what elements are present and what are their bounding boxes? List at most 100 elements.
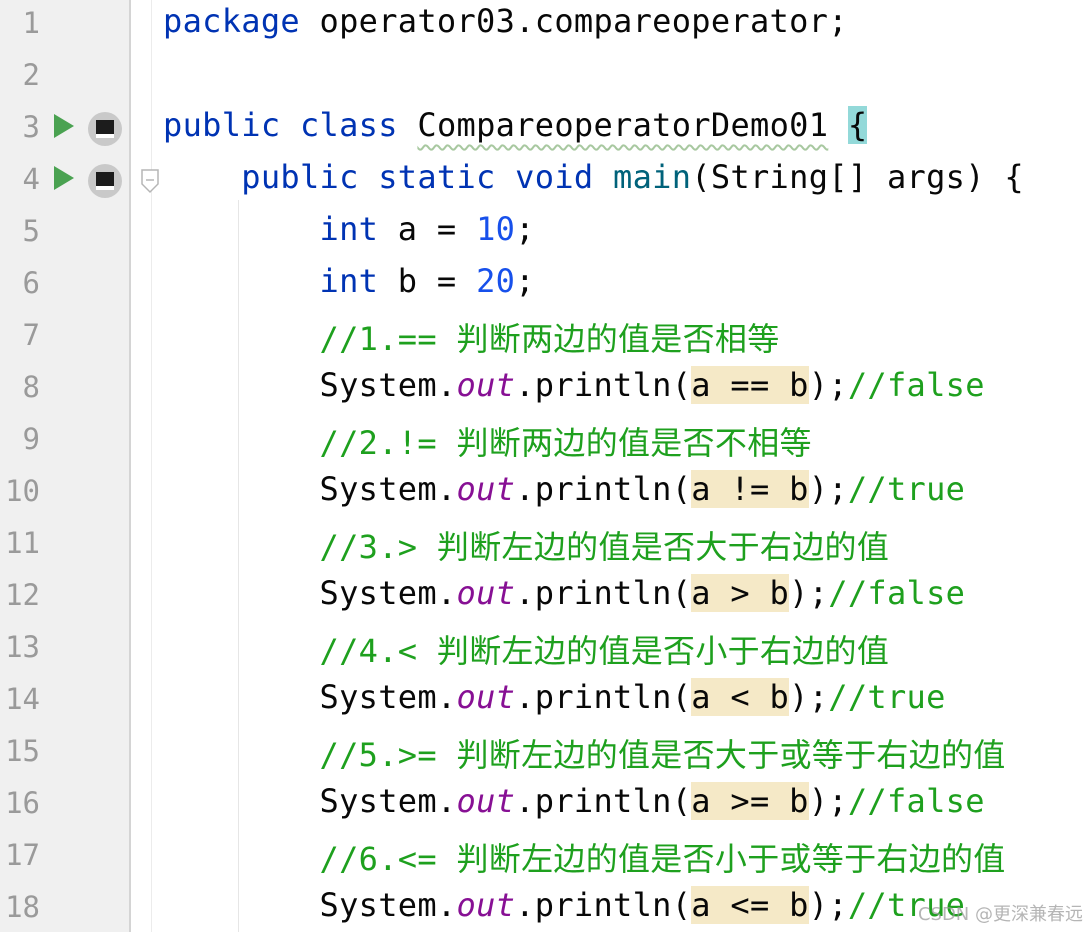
- code-line[interactable]: 10 System.out.println(a != b);//true: [0, 468, 1089, 520]
- println-call: .println(: [515, 366, 692, 404]
- matched-brace: {: [847, 106, 868, 144]
- line-number: 2: [22, 58, 40, 92]
- method-name: main: [613, 158, 692, 196]
- code-line[interactable]: 16 System.out.println(a >= b);//false: [0, 780, 1089, 832]
- number-literal: 10: [476, 210, 516, 248]
- line-number: 8: [22, 370, 40, 404]
- line-number: 5: [22, 214, 40, 248]
- call-close: );: [789, 678, 829, 716]
- code-text: System.out.println(a == b);//false: [163, 366, 985, 404]
- semicolon: ;: [515, 210, 535, 248]
- comment: //true: [847, 886, 966, 924]
- code-line[interactable]: 8 System.out.println(a == b);//false: [0, 364, 1089, 416]
- out-field: out: [456, 470, 516, 508]
- println-call: .println(: [515, 574, 692, 612]
- code-line[interactable]: 12 System.out.println(a > b);//false: [0, 572, 1089, 624]
- code-line[interactable]: 14 System.out.println(a < b);//true: [0, 676, 1089, 728]
- run-triangle-icon[interactable]: [54, 114, 74, 138]
- code-line[interactable]: 1 package operator03.compareoperator;: [0, 0, 1089, 52]
- call-close: );: [808, 886, 848, 924]
- out-field: out: [456, 886, 516, 924]
- comment: //4.< 判断左边的值是否小于右边的值: [319, 632, 890, 670]
- line-number: 3: [22, 110, 40, 144]
- call-close: );: [789, 574, 829, 612]
- highlighted-expression: a != b: [691, 470, 809, 508]
- keyword: int: [319, 210, 379, 248]
- code-text: //4.< 判断左边的值是否小于右边的值: [163, 626, 889, 672]
- indent-guide: [238, 200, 239, 932]
- system-class: System.: [319, 782, 457, 820]
- out-field: out: [456, 574, 516, 612]
- code-line[interactable]: 9 //2.!= 判断两边的值是否不相等: [0, 416, 1089, 468]
- line-number: 4: [22, 162, 40, 196]
- code-line[interactable]: 13 //4.< 判断左边的值是否小于右边的值: [0, 624, 1089, 676]
- watermark: CSDN @更深兼春远: [917, 904, 1083, 925]
- keyword: public static void: [241, 158, 594, 196]
- code-text: //6.<= 判断左边的值是否小于或等于右边的值: [163, 834, 1006, 880]
- call-close: );: [808, 366, 848, 404]
- highlighted-expression: a == b: [691, 366, 809, 404]
- line-number: 14: [5, 682, 40, 716]
- comment: //5.>= 判断左边的值是否大于或等于右边的值: [319, 736, 1006, 774]
- line-number: 18: [5, 890, 40, 924]
- println-call: .println(: [515, 886, 692, 924]
- keyword: package: [163, 2, 300, 40]
- call-close: );: [808, 782, 848, 820]
- fold-marker-icon[interactable]: [140, 168, 160, 194]
- code-text: package operator03.compareoperator;: [163, 2, 848, 40]
- line-number: 10: [5, 474, 40, 508]
- keyword: public: [163, 106, 281, 144]
- println-call: .println(: [515, 782, 692, 820]
- code-text: int a = 10;: [163, 210, 535, 248]
- stop-icon[interactable]: [88, 112, 122, 146]
- system-class: System.: [319, 470, 457, 508]
- fold-column: [131, 0, 152, 932]
- code-text: System.out.println(a < b);//true: [163, 678, 946, 716]
- line-number: 1: [22, 6, 40, 40]
- comment: //3.> 判断左边的值是否大于右边的值: [319, 528, 890, 566]
- code-line[interactable]: 17 //6.<= 判断左边的值是否小于或等于右边的值: [0, 832, 1089, 884]
- line-number: 13: [5, 630, 40, 664]
- code-text: System.out.println(a <= b);//true: [163, 886, 965, 924]
- code-line[interactable]: 11 //3.> 判断左边的值是否大于右边的值: [0, 520, 1089, 572]
- number-literal: 20: [476, 262, 516, 300]
- code-line[interactable]: 18 System.out.println(a <= b);//true: [0, 884, 1089, 932]
- package-name: operator03.compareoperator;: [299, 2, 848, 40]
- code-line[interactable]: 5 int a = 10;: [0, 208, 1089, 260]
- line-number: 7: [22, 318, 40, 352]
- out-field: out: [456, 366, 516, 404]
- println-call: .println(: [515, 470, 692, 508]
- code-text: System.out.println(a >= b);//false: [163, 782, 985, 820]
- code-line[interactable]: 2: [0, 52, 1089, 104]
- class-name: CompareoperatorDemo01: [417, 106, 829, 144]
- highlighted-expression: a < b: [691, 678, 790, 716]
- line-number: 12: [5, 578, 40, 612]
- stop-icon[interactable]: [88, 164, 122, 198]
- comment: //false: [847, 366, 985, 404]
- comment: //1.== 判断两边的值是否相等: [319, 320, 780, 358]
- highlighted-expression: a > b: [691, 574, 790, 612]
- assignment: b =: [378, 262, 477, 300]
- system-class: System.: [319, 886, 457, 924]
- highlighted-expression: a <= b: [691, 886, 809, 924]
- comment: //false: [828, 574, 966, 612]
- line-number: 15: [5, 734, 40, 768]
- code-line[interactable]: 4 public static void main(String[] args)…: [0, 156, 1089, 208]
- call-close: );: [808, 470, 848, 508]
- code-line[interactable]: 3 public class CompareoperatorDemo01 {: [0, 104, 1089, 156]
- assignment: a =: [378, 210, 477, 248]
- code-text: System.out.println(a != b);//true: [163, 470, 965, 508]
- out-field: out: [456, 678, 516, 716]
- code-line[interactable]: 15 //5.>= 判断左边的值是否大于或等于右边的值: [0, 728, 1089, 780]
- method-signature: (String[] args) {: [691, 158, 1024, 196]
- comment: //6.<= 判断左边的值是否小于或等于右边的值: [319, 840, 1006, 878]
- line-number: 17: [5, 838, 40, 872]
- keyword: int: [319, 262, 379, 300]
- code-line[interactable]: 6 int b = 20;: [0, 260, 1089, 312]
- println-call: .println(: [515, 678, 692, 716]
- code-text: public static void main(String[] args) {: [163, 158, 1024, 196]
- code-line[interactable]: 7 //1.== 判断两边的值是否相等: [0, 312, 1089, 364]
- run-triangle-icon[interactable]: [54, 166, 74, 190]
- code-text: int b = 20;: [163, 262, 535, 300]
